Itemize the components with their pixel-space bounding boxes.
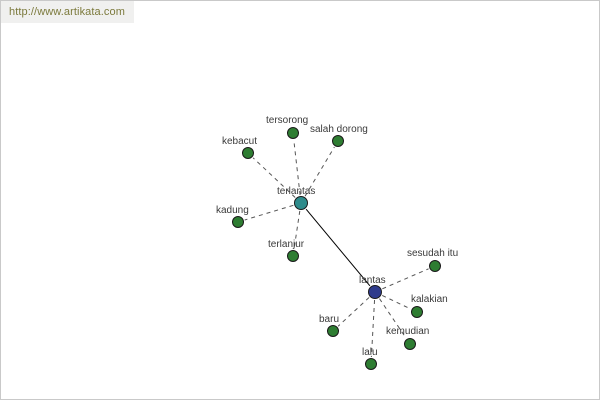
graph-edge [252,157,296,198]
graph-edge [293,139,301,196]
graph-node-terlanjur[interactable] [287,250,299,262]
graph-node-kadung[interactable] [232,216,244,228]
graph-edge [382,294,411,310]
node-label-kemudian[interactable]: kemudian [386,326,430,337]
graph-edge [244,204,294,221]
graph-node-kebacut[interactable] [242,147,254,159]
graph-node-baru[interactable] [327,325,339,337]
graph-edge [305,208,371,287]
graph-node-kemudian[interactable] [404,338,416,350]
graph-node-terlantas[interactable] [294,196,308,210]
graph-node-lantas[interactable] [368,285,382,299]
watermark-url: http://www.artikata.com [1,1,135,23]
node-label-sesudah-itu[interactable]: sesudah itu [407,248,459,259]
graph-edge [304,146,335,197]
graph-node-salah-dorong[interactable] [332,135,344,147]
node-label-kalakian[interactable]: kalakian [411,294,448,305]
edge-layer [244,139,429,358]
node-label-kebacut[interactable]: kebacut [222,136,258,147]
node-label-tersorong[interactable]: tersorong [266,115,309,126]
node-label-lantas[interactable]: lantas [359,275,386,286]
node-label-kadung[interactable]: kadung [216,205,249,216]
graph-edge [293,210,301,250]
graph-node-kalakian[interactable] [411,306,423,318]
node-label-terlanjur[interactable]: terlanjur [268,239,305,250]
graph-node-lalu[interactable] [365,358,377,370]
graph-edge [382,268,429,290]
node-label-terlantas[interactable]: terlantas [277,186,316,197]
node-label-baru[interactable]: baru [319,314,340,325]
graph-node-tersorong[interactable] [287,127,299,139]
graph-edge [370,299,376,358]
node-label-salah-dorong[interactable]: salah dorong [310,124,368,135]
node-label-lalu[interactable]: lalu [362,347,378,358]
graph-edge [337,297,370,327]
node-layer [232,127,441,370]
graph-node-sesudah-itu[interactable] [429,260,441,272]
